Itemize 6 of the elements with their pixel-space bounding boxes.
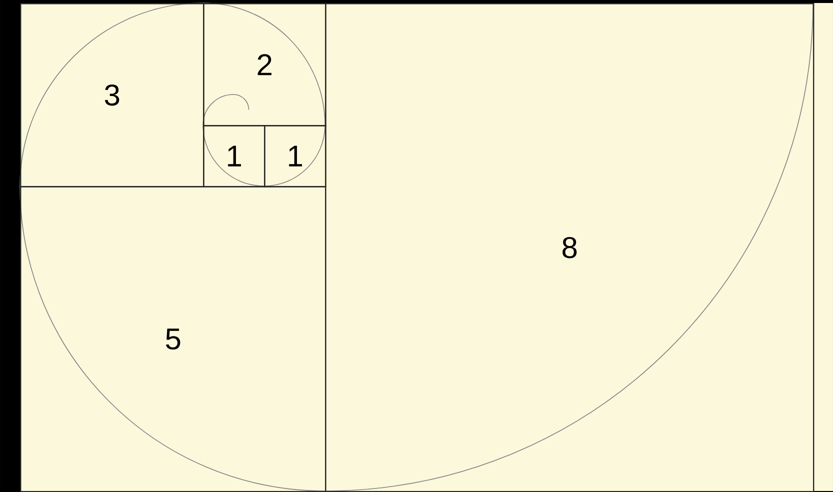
square: 8	[325, 2, 814, 492]
square: 5	[20, 186, 326, 492]
square: 2	[203, 2, 326, 126]
square: 1	[264, 125, 326, 188]
square: 1	[203, 125, 266, 188]
square: 3	[20, 2, 204, 188]
